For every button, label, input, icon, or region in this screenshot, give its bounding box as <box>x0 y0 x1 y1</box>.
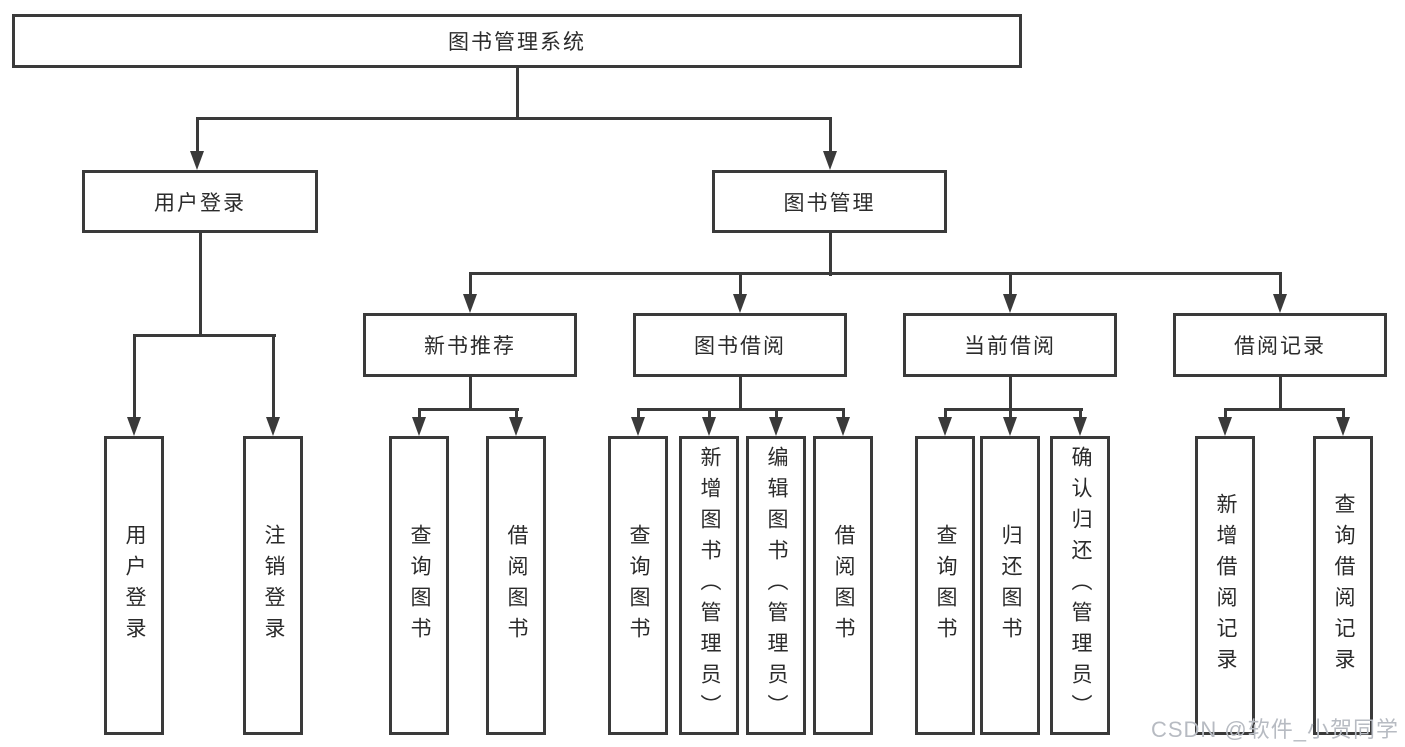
connector-stub-br-add <box>708 408 711 420</box>
connector-root-trunk <box>516 68 519 120</box>
leaf-newbook-borrow-books: 借阅图书 <box>486 436 546 735</box>
arrowhead-re-add <box>1218 417 1232 436</box>
connector-stub-cu-confirm <box>1079 408 1082 420</box>
connector-current-branch <box>944 408 1083 411</box>
connector-stub-records <box>1279 272 1282 296</box>
leaf-user-login: 用户登录 <box>104 436 164 735</box>
connector-mgmt-branch <box>469 272 1282 275</box>
node-borrowing-records: 借阅记录 <box>1173 313 1387 377</box>
leaf-current-confirm-return-admin: 确认归还（管理员） <box>1050 436 1110 735</box>
arrowhead-br-borrow <box>836 417 850 436</box>
connector-stub-leaf-login <box>133 334 136 419</box>
connector-newbook-trunk <box>469 377 472 411</box>
arrowhead-current <box>1003 294 1017 313</box>
connector-newbook-branch <box>418 408 519 411</box>
connector-stub-cu-query <box>944 408 947 420</box>
leaf-borrow-add-books-admin: 新增图书（管理员） <box>679 436 739 735</box>
connector-stub-leaf-logout <box>272 334 275 419</box>
connector-stub-br-edit <box>775 408 778 420</box>
connector-stub-br-borrow <box>842 408 845 420</box>
connector-current-trunk <box>1009 377 1012 411</box>
connector-stub-user-login <box>196 117 199 153</box>
connector-stub-cu-return <box>1009 408 1012 420</box>
connector-stub-borrow <box>739 272 742 296</box>
arrowhead-nb-query <box>412 417 426 436</box>
leaf-records-query-record: 查询借阅记录 <box>1313 436 1373 735</box>
leaf-logout: 注销登录 <box>243 436 303 735</box>
arrowhead-records <box>1273 294 1287 313</box>
arrowhead-leaf-login <box>127 417 141 436</box>
node-current-borrowing: 当前借阅 <box>903 313 1117 377</box>
arrowhead-book-mgmt <box>823 151 837 170</box>
connector-stub-re-query <box>1342 408 1345 420</box>
node-book-management: 图书管理 <box>712 170 947 233</box>
connector-mgmt-trunk <box>829 233 832 276</box>
connector-stub-current <box>1009 272 1012 296</box>
leaf-newbook-query-books: 查询图书 <box>389 436 449 735</box>
arrowhead-re-query <box>1336 417 1350 436</box>
connector-user-branch <box>133 334 276 337</box>
arrowhead-cu-query <box>938 417 952 436</box>
node-new-book-recommend: 新书推荐 <box>363 313 577 377</box>
leaf-current-query-books: 查询图书 <box>915 436 975 735</box>
node-library-system: 图书管理系统 <box>12 14 1022 68</box>
connector-records-trunk <box>1279 377 1282 411</box>
arrowhead-newbook <box>463 294 477 313</box>
arrowhead-br-query <box>631 417 645 436</box>
connector-stub-newbook <box>469 272 472 296</box>
connector-stub-br-query <box>637 408 640 420</box>
arrowhead-user-login <box>190 151 204 170</box>
arrowhead-br-edit <box>769 417 783 436</box>
arrowhead-leaf-logout <box>266 417 280 436</box>
arrowhead-cu-return <box>1003 417 1017 436</box>
leaf-records-add-record: 新增借阅记录 <box>1195 436 1255 735</box>
connector-user-trunk <box>199 233 202 337</box>
leaf-borrow-query-books: 查询图书 <box>608 436 668 735</box>
connector-stub-nb-query <box>418 408 421 420</box>
connector-stub-re-add <box>1224 408 1227 420</box>
arrowhead-nb-borrow <box>509 417 523 436</box>
connector-records-branch <box>1224 408 1345 411</box>
connector-borrow-trunk <box>739 377 742 411</box>
node-user-login: 用户登录 <box>82 170 318 233</box>
leaf-borrow-edit-books-admin: 编辑图书（管理员） <box>746 436 806 735</box>
arrowhead-br-add <box>702 417 716 436</box>
connector-stub-nb-borrow <box>515 408 518 420</box>
connector-root-branch <box>196 117 832 120</box>
leaf-borrow-borrow-books: 借阅图书 <box>813 436 873 735</box>
csdn-watermark: CSDN @软件_小贺同学 <box>1150 717 1399 742</box>
connector-borrow-branch <box>637 408 845 411</box>
arrowhead-borrow <box>733 294 747 313</box>
node-book-borrowing: 图书借阅 <box>633 313 847 377</box>
connector-stub-book-mgmt <box>829 117 832 153</box>
arrowhead-cu-confirm <box>1073 417 1087 436</box>
leaf-current-return-books: 归还图书 <box>980 436 1040 735</box>
